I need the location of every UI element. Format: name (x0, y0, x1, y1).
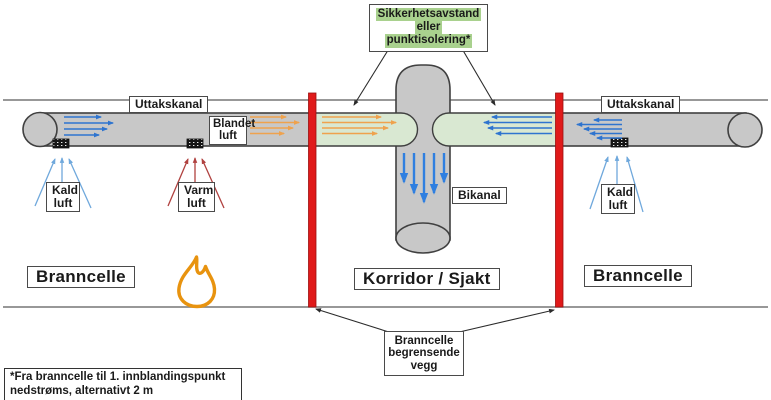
downflow-arrows-bikanal (399, 153, 449, 204)
flame-icon (177, 255, 217, 309)
footnote-box: *Fra branncelle til 1. innblandingspunkt… (4, 368, 242, 400)
safety-zone-left (310, 112, 419, 147)
cold-air-arrows-right-duct (575, 117, 622, 141)
duct-end-cap (22, 111, 58, 148)
mixed-air-arrows-safety-zone (322, 114, 398, 136)
korridor-sjakt-label: Korridor / Sjakt (354, 268, 500, 291)
fire-wall-label: Branncelle begrensende vegg (384, 331, 464, 377)
safety-note-line: Sikkerhetsavstand (375, 8, 482, 22)
fire-wall-left (308, 92, 317, 308)
blandet-luft-label: Blandet luft (209, 116, 255, 145)
branncelle-label-left: Branncelle (27, 266, 135, 289)
branncelle-label-right: Branncelle (584, 265, 692, 288)
uttakskanal-label-left: Uttakskanal (129, 96, 209, 113)
safety-note-box: Sikkerhetsavstand eller punktisolering* (369, 4, 488, 52)
safety-zone-right (431, 112, 558, 147)
duct-end-cap (395, 222, 451, 254)
cold-air-arrows-left-duct (64, 114, 115, 138)
fire-wall-right (555, 92, 564, 308)
safety-note-pointers (353, 46, 496, 106)
kald-luft-label-right: Kald luft (601, 184, 635, 214)
cold-air-arrows-safety-zone (482, 114, 552, 136)
duct-end-cap (727, 112, 763, 148)
vent-grille-icon (52, 138, 70, 149)
safety-note-line: punktisolering* (384, 34, 473, 48)
vent-grille-icon (610, 137, 629, 148)
bikanal-duct (395, 64, 451, 254)
wall-label-pointers (315, 308, 555, 334)
kald-luft-label-left: Kald luft (46, 182, 80, 212)
safety-note-line: eller (414, 21, 443, 35)
vent-grille-icon (186, 138, 204, 149)
bikanal-label: Bikanal (452, 187, 507, 204)
uttakskanal-label-right: Uttakskanal (601, 96, 681, 113)
mixed-air-arrows-duct (250, 114, 301, 136)
varm-luft-label: Varm luft (178, 182, 215, 212)
extract-duct-right (557, 112, 763, 148)
